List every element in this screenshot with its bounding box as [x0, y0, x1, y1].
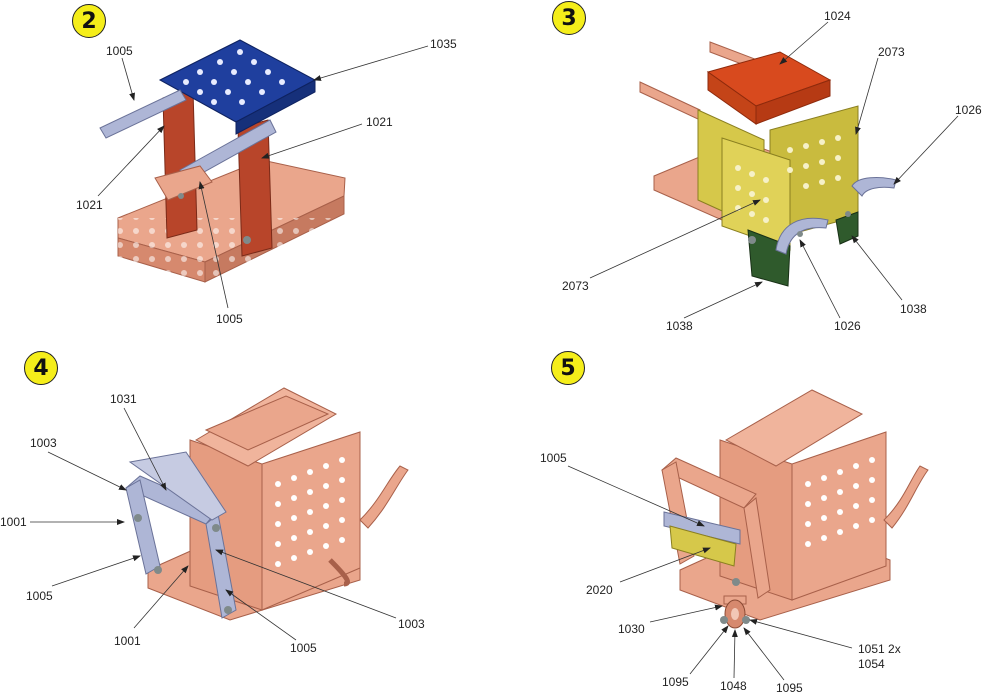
step-2-model — [99, 39, 346, 283]
part-label: 1024 — [824, 9, 851, 23]
leader — [683, 281, 763, 319]
part-label: 1005 — [106, 44, 133, 58]
front-frame-right — [743, 497, 771, 599]
part-label: 1005 — [216, 312, 243, 326]
leader — [855, 57, 879, 135]
part-label: 2073 — [878, 45, 905, 59]
leader — [689, 625, 729, 675]
leader — [121, 57, 135, 101]
part-label: 1003 — [30, 436, 57, 450]
part-label: 1021 — [366, 115, 393, 129]
leader — [97, 125, 165, 197]
step-5-badge: 5 — [551, 351, 585, 385]
leader — [649, 604, 723, 623]
leader — [133, 565, 189, 629]
wheel-hub — [731, 608, 739, 620]
part-label: 1005 — [290, 641, 317, 655]
leader — [215, 549, 397, 619]
leader — [198, 181, 229, 309]
blue-strip — [663, 511, 741, 545]
part-label: 1048 — [720, 679, 747, 693]
leader — [749, 618, 853, 649]
part-label: 2073 — [562, 279, 589, 293]
part-label: 1051 2x — [858, 642, 901, 656]
leader — [731, 629, 738, 679]
part-label: 1021 — [76, 198, 103, 212]
part-label: 1003 — [398, 617, 425, 631]
leader — [743, 627, 785, 681]
leader — [779, 21, 829, 65]
part-label: 1001 — [114, 634, 141, 648]
leader — [893, 115, 959, 185]
leader — [313, 45, 429, 81]
part-label: 1026 — [834, 319, 861, 333]
part-label: 1038 — [666, 319, 693, 333]
part-label: 1038 — [900, 302, 927, 316]
yellow-plate — [669, 525, 737, 567]
leader — [123, 407, 167, 491]
part-label: 1001 — [0, 515, 27, 529]
part-label: 1054 — [858, 657, 885, 671]
blue-strip-left — [125, 479, 161, 575]
leader — [589, 199, 761, 279]
orange-plate-side — [707, 71, 757, 125]
leader — [261, 123, 363, 159]
part-label: 1095 — [662, 675, 689, 689]
double-bracket — [154, 165, 213, 201]
part-label: 1005 — [26, 589, 53, 603]
part-label: 1095 — [776, 681, 803, 693]
body-right-plate — [791, 431, 887, 601]
leader — [51, 555, 141, 587]
curved-strip — [328, 558, 350, 587]
leader — [47, 451, 127, 491]
step-4-badge: 4 — [24, 351, 58, 385]
blue-strip-left — [99, 89, 187, 139]
curved-strip — [359, 465, 409, 529]
part-label: 1035 — [430, 37, 457, 51]
step-4-model — [125, 387, 409, 621]
curved-strip — [883, 465, 929, 529]
step-3-model — [639, 41, 897, 287]
blue-plate-edge — [235, 79, 316, 135]
side-strip — [639, 81, 701, 121]
curved-strip — [851, 177, 897, 197]
front-frame-top — [661, 457, 757, 509]
part-label: 2020 — [586, 583, 613, 597]
step-2-badge: 2 — [72, 4, 106, 38]
blue-strip-diag — [128, 451, 227, 521]
part-label: 1030 — [618, 622, 645, 636]
leader — [851, 235, 903, 301]
leader — [799, 239, 841, 319]
leader — [567, 465, 705, 527]
part-label: 1026 — [955, 103, 982, 117]
part-label: 1005 — [540, 451, 567, 465]
part-label: 1031 — [110, 392, 137, 406]
leader — [619, 547, 711, 583]
curved-strip — [775, 217, 829, 255]
step-5-model — [661, 389, 929, 629]
body-top — [724, 389, 864, 467]
leader — [225, 589, 297, 641]
step-3-badge: 3 — [552, 1, 586, 35]
body-top-box — [204, 395, 330, 451]
